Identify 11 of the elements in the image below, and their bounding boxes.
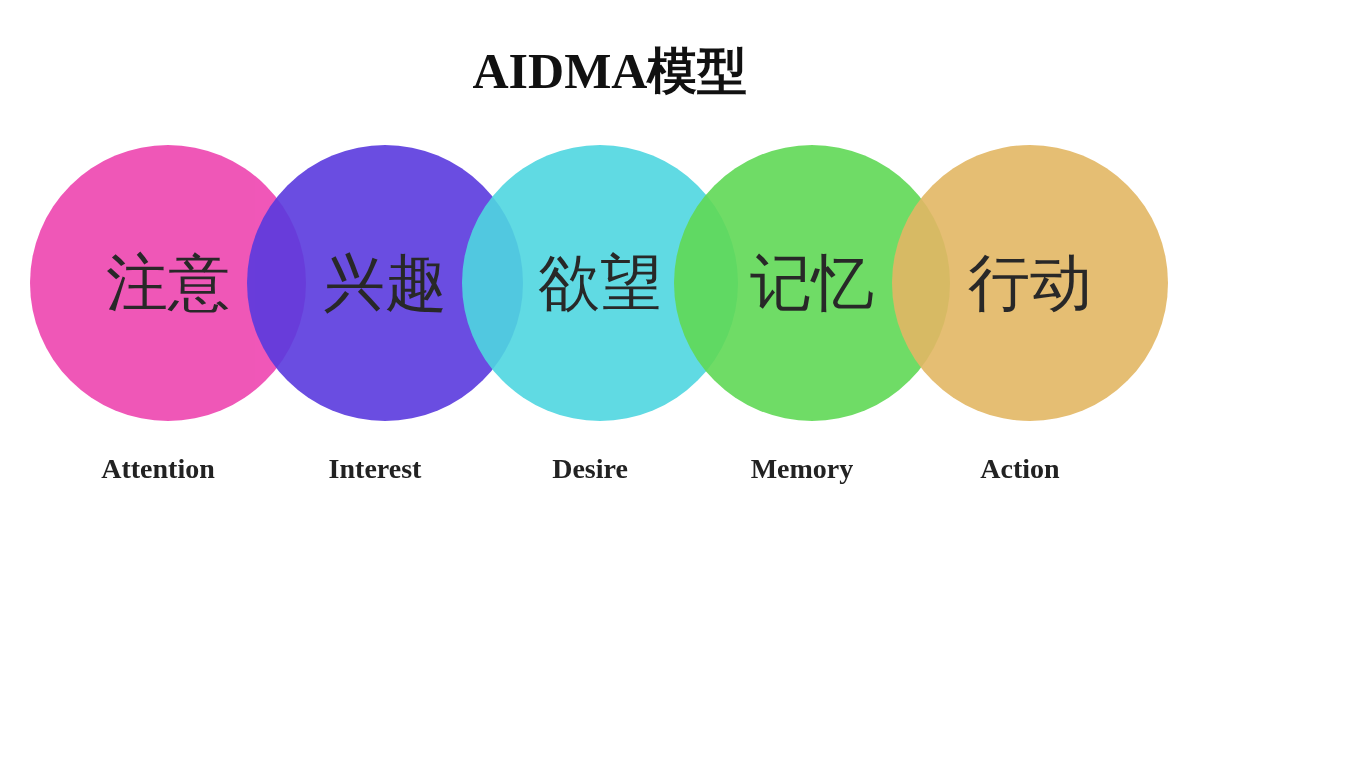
node-label: Action — [979, 452, 1061, 486]
node-label: Interest — [327, 452, 423, 486]
circle-label: 注意 — [106, 252, 230, 314]
title: AIDMA模型 — [471, 44, 749, 99]
circle-label: 兴趣 — [323, 252, 447, 314]
circle-label: 欲望 — [538, 252, 662, 314]
circle-label: 行动 — [968, 252, 1092, 314]
circle-label: 记忆 — [750, 252, 874, 314]
node-label: Attention — [100, 452, 216, 486]
node-label: Desire — [551, 452, 629, 486]
node-label: Memory — [749, 452, 855, 486]
